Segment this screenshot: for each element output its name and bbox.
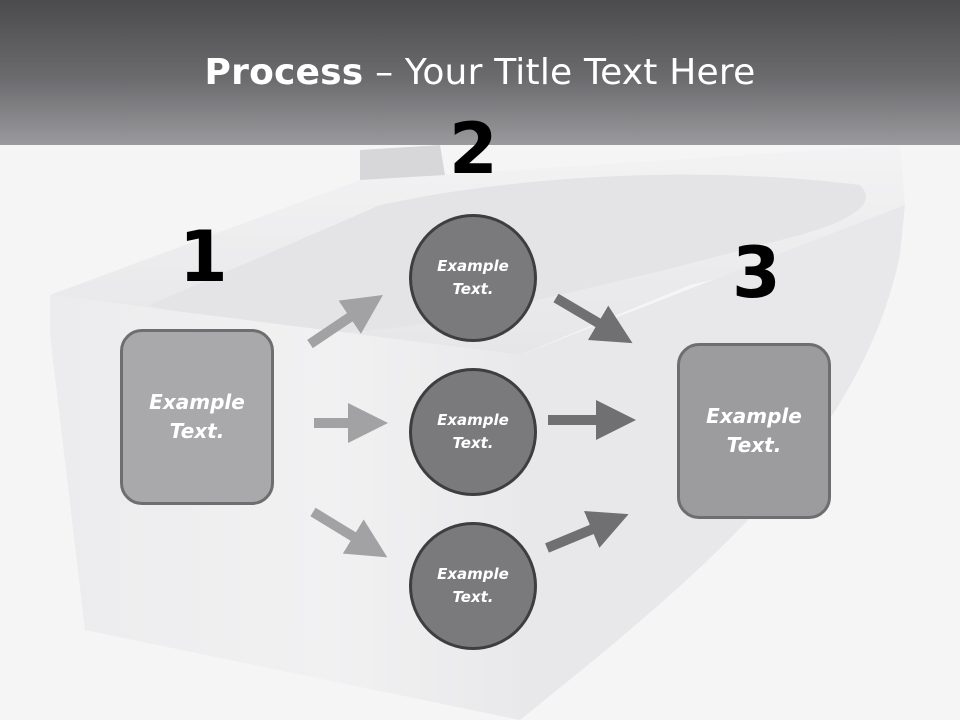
arrow-circle-bottom-to-3	[545, 510, 629, 553]
step-number-2: 2	[449, 108, 498, 190]
step-1-box: Example Text.	[120, 329, 274, 505]
circle-top: Example Text.	[409, 214, 537, 342]
circle-middle: Example Text.	[409, 368, 537, 496]
step-3-box: Example Text.	[677, 343, 831, 519]
title-bar: Process – Your Title Text Here	[0, 0, 960, 145]
title-rest: – Your Title Text Here	[363, 52, 756, 93]
slide-title: Process – Your Title Text Here	[0, 52, 960, 93]
arrow-1-to-circle-bottom	[310, 507, 388, 558]
step-number-1: 1	[179, 216, 228, 298]
arrow-1-to-circle-top	[307, 294, 383, 349]
step-number-3: 3	[732, 232, 781, 314]
arrow-circle-top-to-3	[553, 293, 633, 344]
circle-bottom: Example Text.	[409, 522, 537, 650]
title-bold: Process	[204, 52, 364, 93]
